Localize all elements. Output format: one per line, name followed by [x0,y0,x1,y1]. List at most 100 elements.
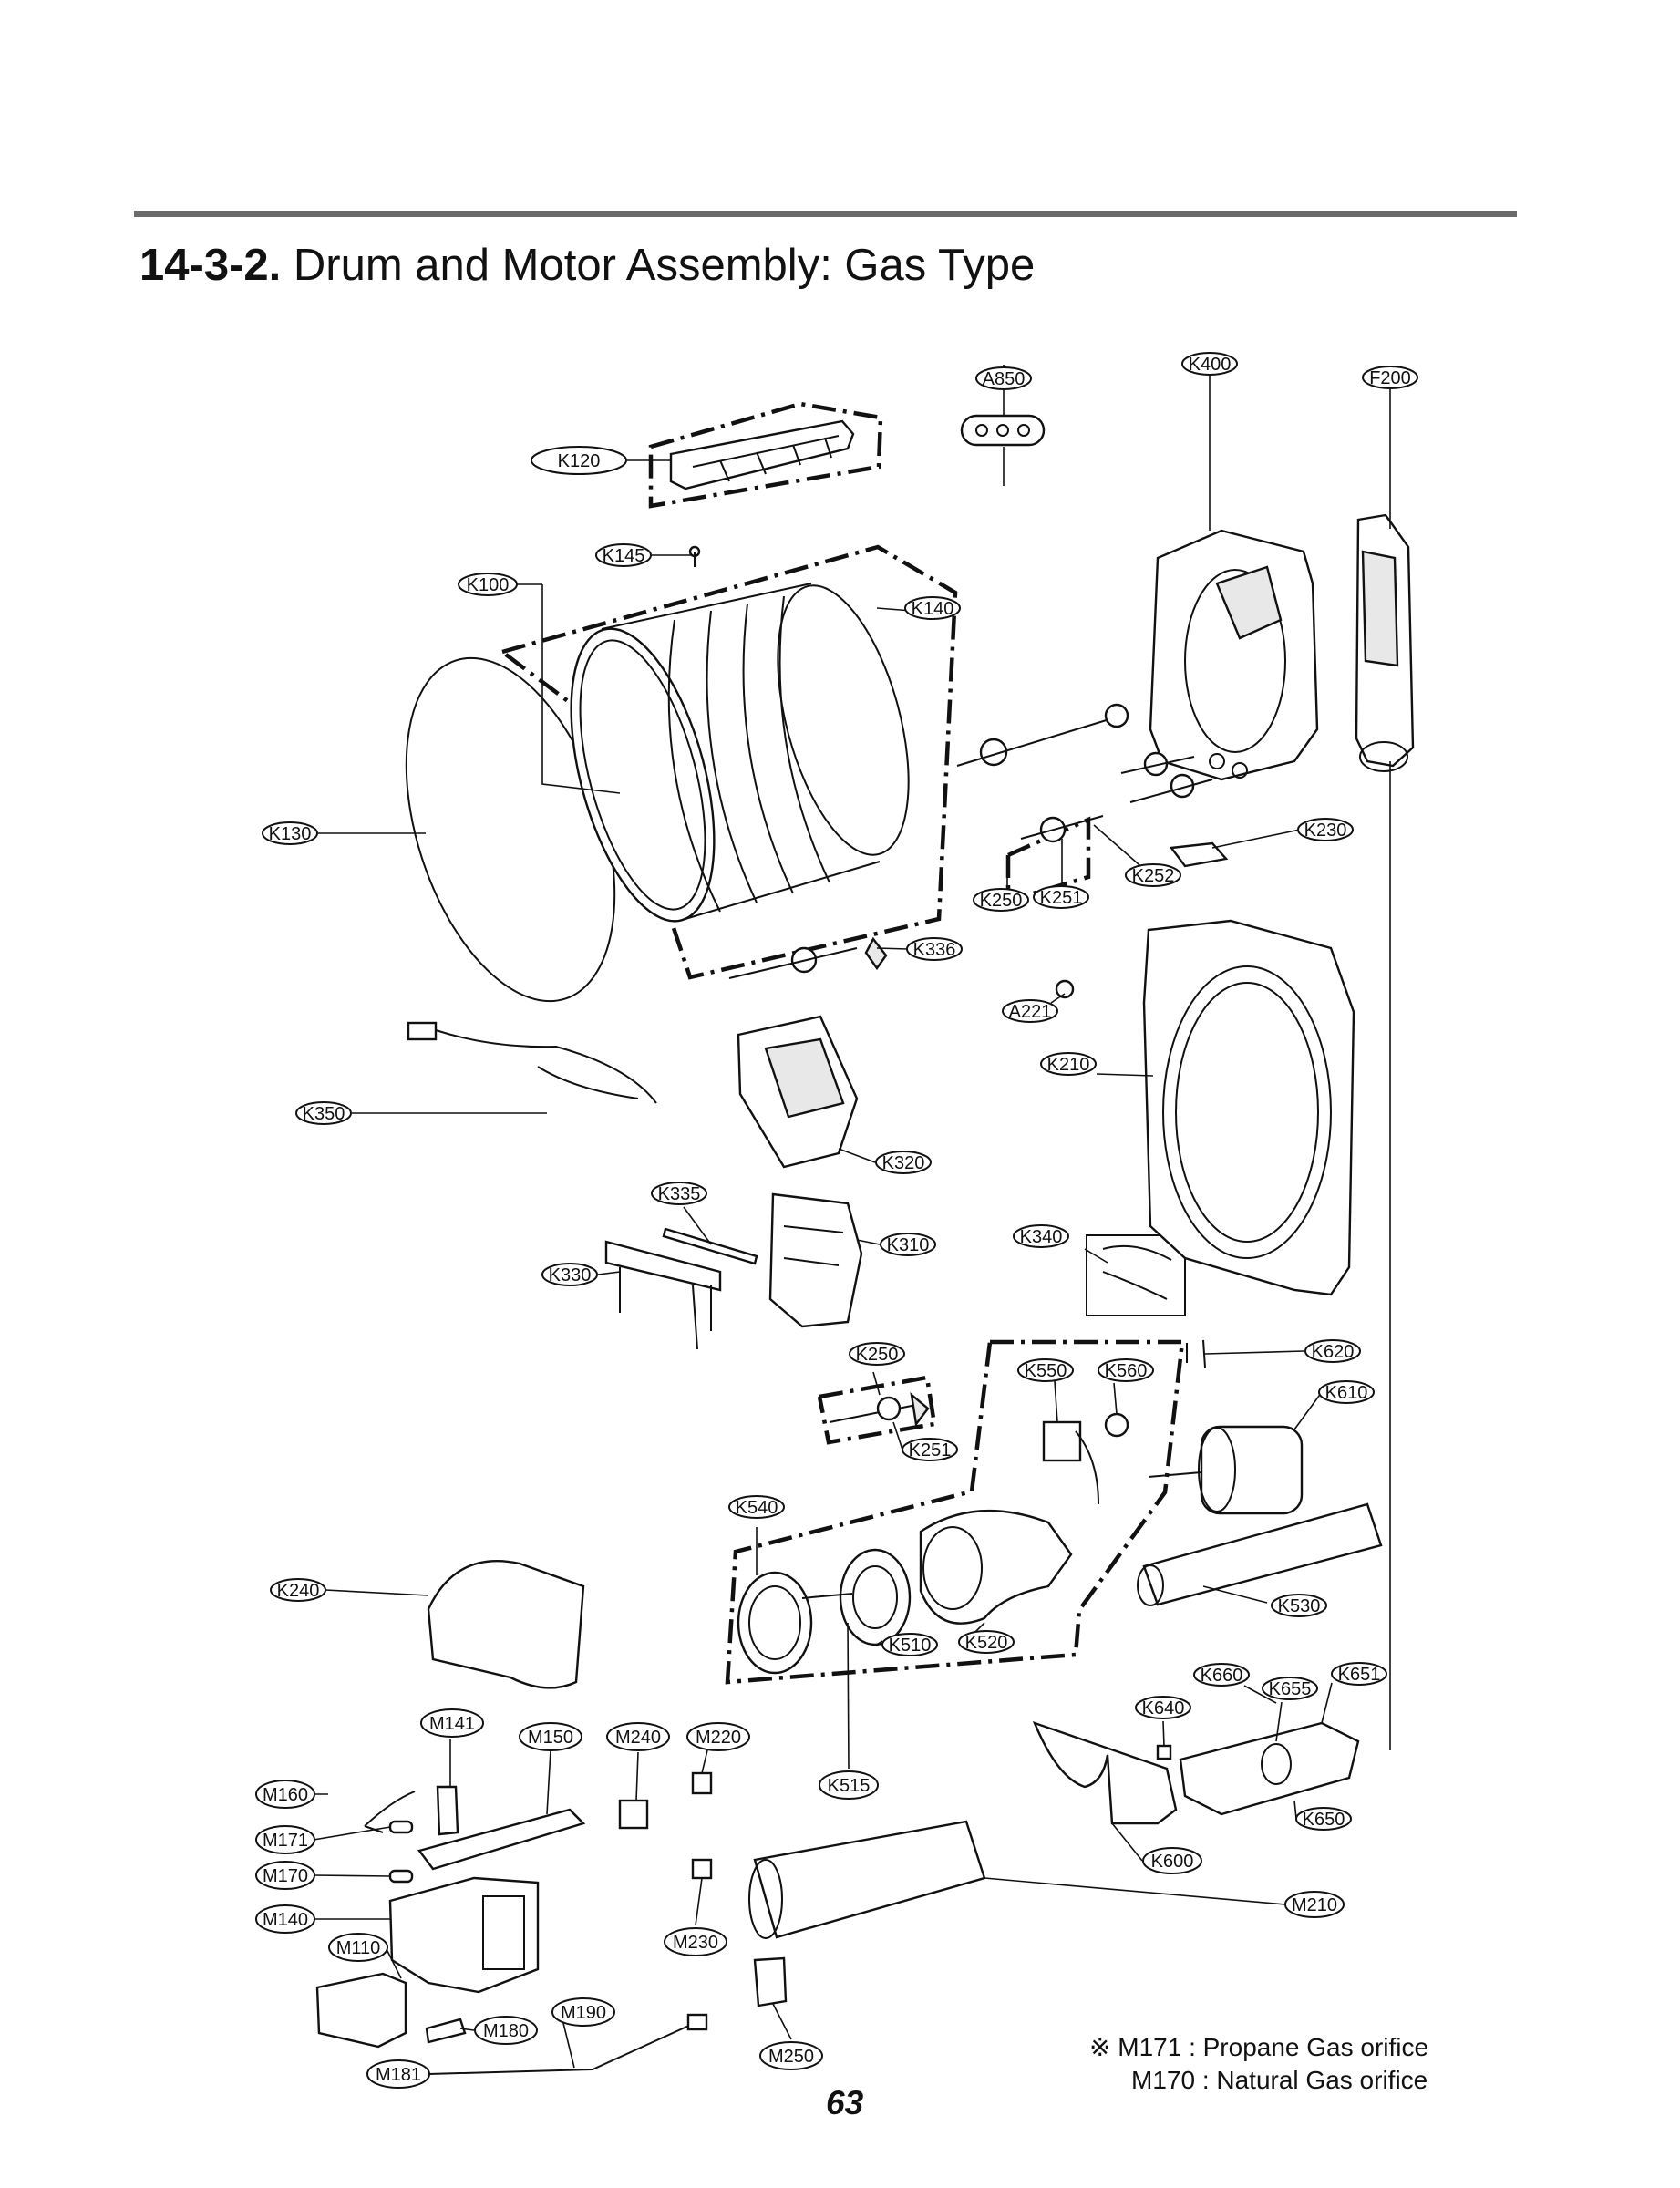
k320-grille-part [737,1015,859,1169]
m190-tube-part [428,2023,694,2075]
label-m250: M250 [768,2047,814,2067]
section-number: 14-3-2. [139,241,282,290]
label-k330: K330 [549,1265,592,1285]
label-k130: K130 [269,824,312,844]
label-k340: K340 [1020,1227,1063,1247]
label-k350: K350 [303,1104,345,1124]
m230-part [691,1858,713,1880]
label-k510: K510 [889,1636,932,1656]
callout-k335: K335 [651,1182,707,1205]
k560-thermistor-part [1104,1412,1129,1438]
label-k252: K252 [1132,866,1175,886]
callout-k400: K400 [1181,352,1238,376]
section-title: Drum and Motor Assembly: Gas Type [293,241,1036,290]
k400-rear-bulkhead-part [1149,529,1319,781]
label-k210: K210 [1047,1055,1090,1075]
k520-blower-housing-part [919,1510,1073,1625]
label-k540: K540 [736,1498,778,1518]
m110-valve-part [315,1972,407,2049]
label-k650: K650 [1303,1810,1345,1830]
label-m110: M110 [336,1938,381,1958]
k340-seals-part [1102,1244,1172,1300]
label-k310: K310 [887,1235,930,1255]
label-m150: M150 [528,1728,573,1748]
callout-m160: M160 [255,1780,315,1809]
m150-burner-part [417,1808,586,1871]
k230-bracket-part [1169,841,1229,868]
k210-front-bulkhead-part [1142,919,1355,1296]
label-k145: K145 [603,546,645,566]
label-k240: K240 [277,1581,320,1601]
label-k530: K530 [1278,1596,1321,1616]
callout-a850: A850 [975,366,1032,390]
callout-k120: K120 [531,446,627,475]
label-m180: M180 [483,2021,529,2041]
callout-k252: K252 [1125,863,1181,887]
callout-k655: K655 [1262,1677,1318,1700]
callout-k130: K130 [262,821,318,845]
label-m230: M230 [673,1933,718,1953]
label-k251-lower: K251 [909,1440,952,1460]
callout-k651: K651 [1331,1662,1387,1686]
callout-m220: M220 [686,1722,750,1751]
label-m220: M220 [696,1728,741,1748]
label-k400: K400 [1189,355,1232,375]
callout-f200: F200 [1362,366,1418,389]
m140-housing-part [388,1876,540,1994]
header-rule [134,211,1517,217]
callout-k210: K210 [1040,1052,1097,1076]
label-a850: A850 [983,369,1026,389]
callout-m150: M150 [519,1722,582,1751]
k640-part [1156,1744,1172,1760]
callout-m181: M181 [366,2059,430,2089]
k335-strip-part [662,1227,758,1265]
k550-switch-part [1042,1420,1082,1462]
callout-m110: M110 [328,1933,388,1962]
callout-k550: K550 [1017,1358,1074,1382]
callout-k350: K350 [295,1101,352,1125]
page-title: 14-3-2. Drum and Motor Assembly: Gas Typ… [139,240,1035,291]
callout-k510: K510 [881,1633,938,1656]
m170-orifice-part [388,1869,414,1884]
k120-duct-part [669,419,855,490]
part-drawings [315,414,1415,2075]
k510-blower-wheel-part [801,1548,912,1646]
callout-k650: K650 [1295,1807,1352,1831]
callout-k310: K310 [880,1233,936,1256]
label-k251-upper: K251 [1040,888,1083,908]
callout-k530: K530 [1271,1594,1327,1617]
callout-m180: M180 [474,2016,538,2045]
callout-k250-upper: K250 [973,888,1029,912]
a221-part [1055,979,1075,999]
label-k655: K655 [1269,1679,1312,1699]
k600-bracket-part [1032,1720,1178,1825]
k240-duct-part [427,1560,585,1689]
label-f200: F200 [1369,368,1411,388]
label-m171: M171 [263,1831,308,1851]
roller-shaft-parts [728,703,1213,979]
callout-k660: K660 [1193,1663,1250,1687]
label-m181: M181 [376,2065,421,2085]
label-k560: K560 [1105,1361,1148,1381]
label-k550: K550 [1025,1361,1067,1381]
callout-labels: K400 F200 K120 A850 K145 K100 K140 K130 … [255,352,1418,2089]
callout-m141: M141 [420,1708,484,1738]
label-k120: K120 [558,451,601,471]
callout-m250: M250 [759,2041,823,2070]
k350-harness-part [407,1021,657,1104]
label-m190: M190 [561,2003,606,2023]
m210-tube-part [748,1820,986,1939]
a850-part [960,414,1046,447]
callout-k100: K100 [458,573,518,596]
label-k250-upper: K250 [980,891,1023,911]
callout-k600: K600 [1142,1847,1202,1874]
callout-k320: K320 [875,1151,932,1174]
callout-k610: K610 [1318,1380,1375,1404]
callout-m171: M171 [255,1825,315,1854]
k620-clip-part [1186,1339,1206,1368]
label-k100: K100 [467,575,510,595]
callout-m140: M140 [255,1904,315,1934]
label-k660: K660 [1201,1666,1243,1686]
callout-k251-upper: K251 [1033,885,1089,909]
